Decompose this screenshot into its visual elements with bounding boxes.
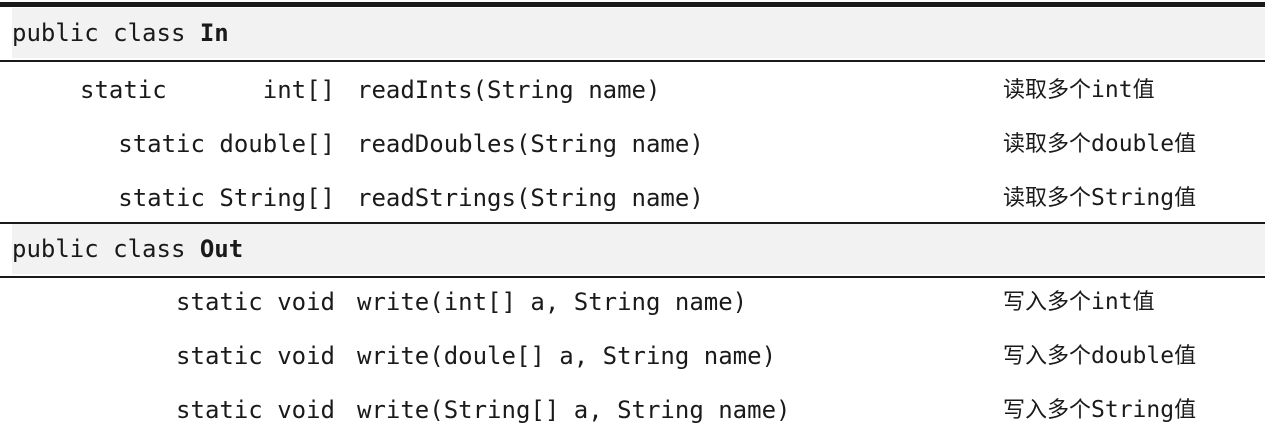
method-return-type: static void [176,382,335,438]
top-rule [0,2,1265,7]
method-row: static int[] readInts(String name) 读取多个i… [0,62,1265,118]
desc-type: double [1091,343,1175,369]
method-signature: write(int[] a, String name) [357,288,748,316]
method-modifier: static [176,396,263,424]
method-description: 读取多个double值 [1003,116,1196,173]
desc-text: 读取多个 [1003,132,1092,157]
class-prefix: public class [12,19,200,47]
return-type-text: String[] [219,184,335,212]
header-rule [0,276,1265,278]
method-signature: write(String[] a, String name) [357,396,791,424]
desc-type: double [1091,131,1175,157]
desc-text: 写入多个 [1003,398,1092,423]
method-row: static void write(String[] a, String nam… [0,382,1265,438]
method-return-type: static void [176,328,335,384]
desc-suffix: 值 [1174,398,1197,423]
desc-suffix: 值 [1174,344,1197,369]
return-type-text: void [277,288,335,316]
method-row: static String[] readStrings(String name)… [0,170,1265,226]
desc-text: 写入多个 [1003,290,1092,315]
method-description: 写入多个double值 [1003,328,1196,385]
method-return-type: static String[] [118,170,335,226]
method-description: 读取多个int值 [1003,62,1155,119]
class-prefix: public class [12,235,200,263]
method-modifier: static [176,342,263,370]
desc-text: 写入多个 [1003,344,1092,369]
desc-type: String [1091,397,1175,423]
desc-suffix: 值 [1174,132,1197,157]
return-type-text: void [277,396,335,424]
method-signature: write(doule[] a, String name) [357,342,777,370]
desc-type: int [1091,289,1133,315]
class-header-in: public class In [12,8,1265,58]
method-signature: readDoubles(String name) [357,130,704,158]
desc-text: 读取多个 [1003,186,1092,211]
class-name: In [199,19,229,47]
desc-type: String [1091,185,1175,211]
method-row: static void write(doule[] a, String name… [0,328,1265,384]
method-return-type: int[] [262,76,335,104]
method-modifier: static [80,76,167,104]
return-type-text: void [277,342,335,370]
section-rule [0,222,1265,224]
return-type-text: double[] [219,130,335,158]
method-row: static void write(int[] a, String name) … [0,274,1265,330]
method-modifier: static [176,288,263,316]
method-signature: readStrings(String name) [357,184,704,212]
method-signature: readInts(String name) [357,76,661,104]
method-description: 写入多个int值 [1003,274,1155,331]
method-modifier: static [118,130,205,158]
desc-suffix: 值 [1132,78,1155,103]
method-row: static double[] readDoubles(String name)… [0,116,1265,172]
class-header-out: public class Out [12,224,1265,274]
class-name: Out [199,235,244,263]
method-modifier: static [118,184,205,212]
method-return-type: static void [176,274,335,330]
header-rule [0,60,1265,62]
desc-suffix: 值 [1174,186,1197,211]
desc-suffix: 值 [1132,290,1155,315]
method-return-type: static double[] [118,116,335,172]
method-description: 写入多个String值 [1003,382,1196,439]
desc-type: int [1091,77,1133,103]
desc-text: 读取多个 [1003,78,1092,103]
method-description: 读取多个String值 [1003,170,1196,227]
